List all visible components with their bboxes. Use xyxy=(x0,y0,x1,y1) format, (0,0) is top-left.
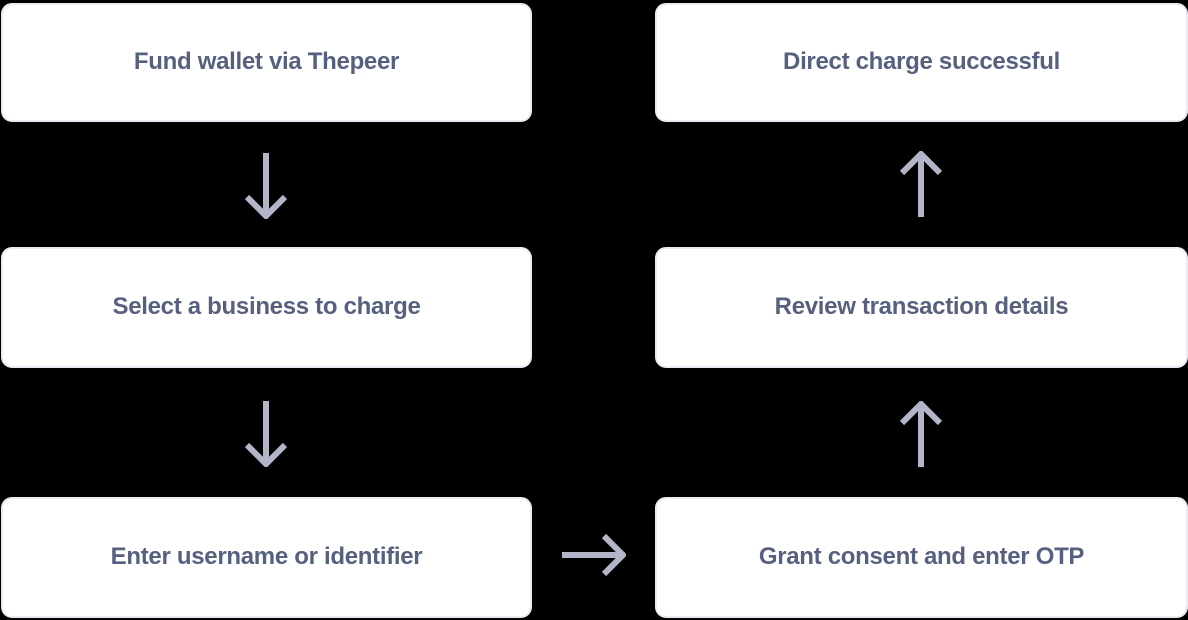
arrow-right-icon xyxy=(560,533,626,577)
arrow-up-icon xyxy=(899,151,943,219)
step-select-business-label: Select a business to charge xyxy=(112,293,421,321)
step-select-business: Select a business to charge xyxy=(1,247,532,368)
arrow-down-icon xyxy=(244,151,288,219)
step-review-transaction-label: Review transaction details xyxy=(774,293,1069,321)
step-grant-consent-label: Grant consent and enter OTP xyxy=(758,543,1085,571)
step-enter-username-label: Enter username or identifier xyxy=(110,543,423,571)
step-grant-consent: Grant consent and enter OTP xyxy=(655,497,1188,618)
arrow-down-icon xyxy=(244,399,288,467)
step-enter-username: Enter username or identifier xyxy=(1,497,532,618)
step-fund-wallet-label: Fund wallet via Thepeer xyxy=(133,48,400,76)
step-direct-charge-successful-label: Direct charge successful xyxy=(783,48,1060,76)
arrow-up-icon xyxy=(899,401,943,469)
step-direct-charge-successful: Direct charge successful xyxy=(655,3,1188,122)
step-fund-wallet: Fund wallet via Thepeer xyxy=(1,3,532,122)
step-review-transaction: Review transaction details xyxy=(655,247,1188,368)
